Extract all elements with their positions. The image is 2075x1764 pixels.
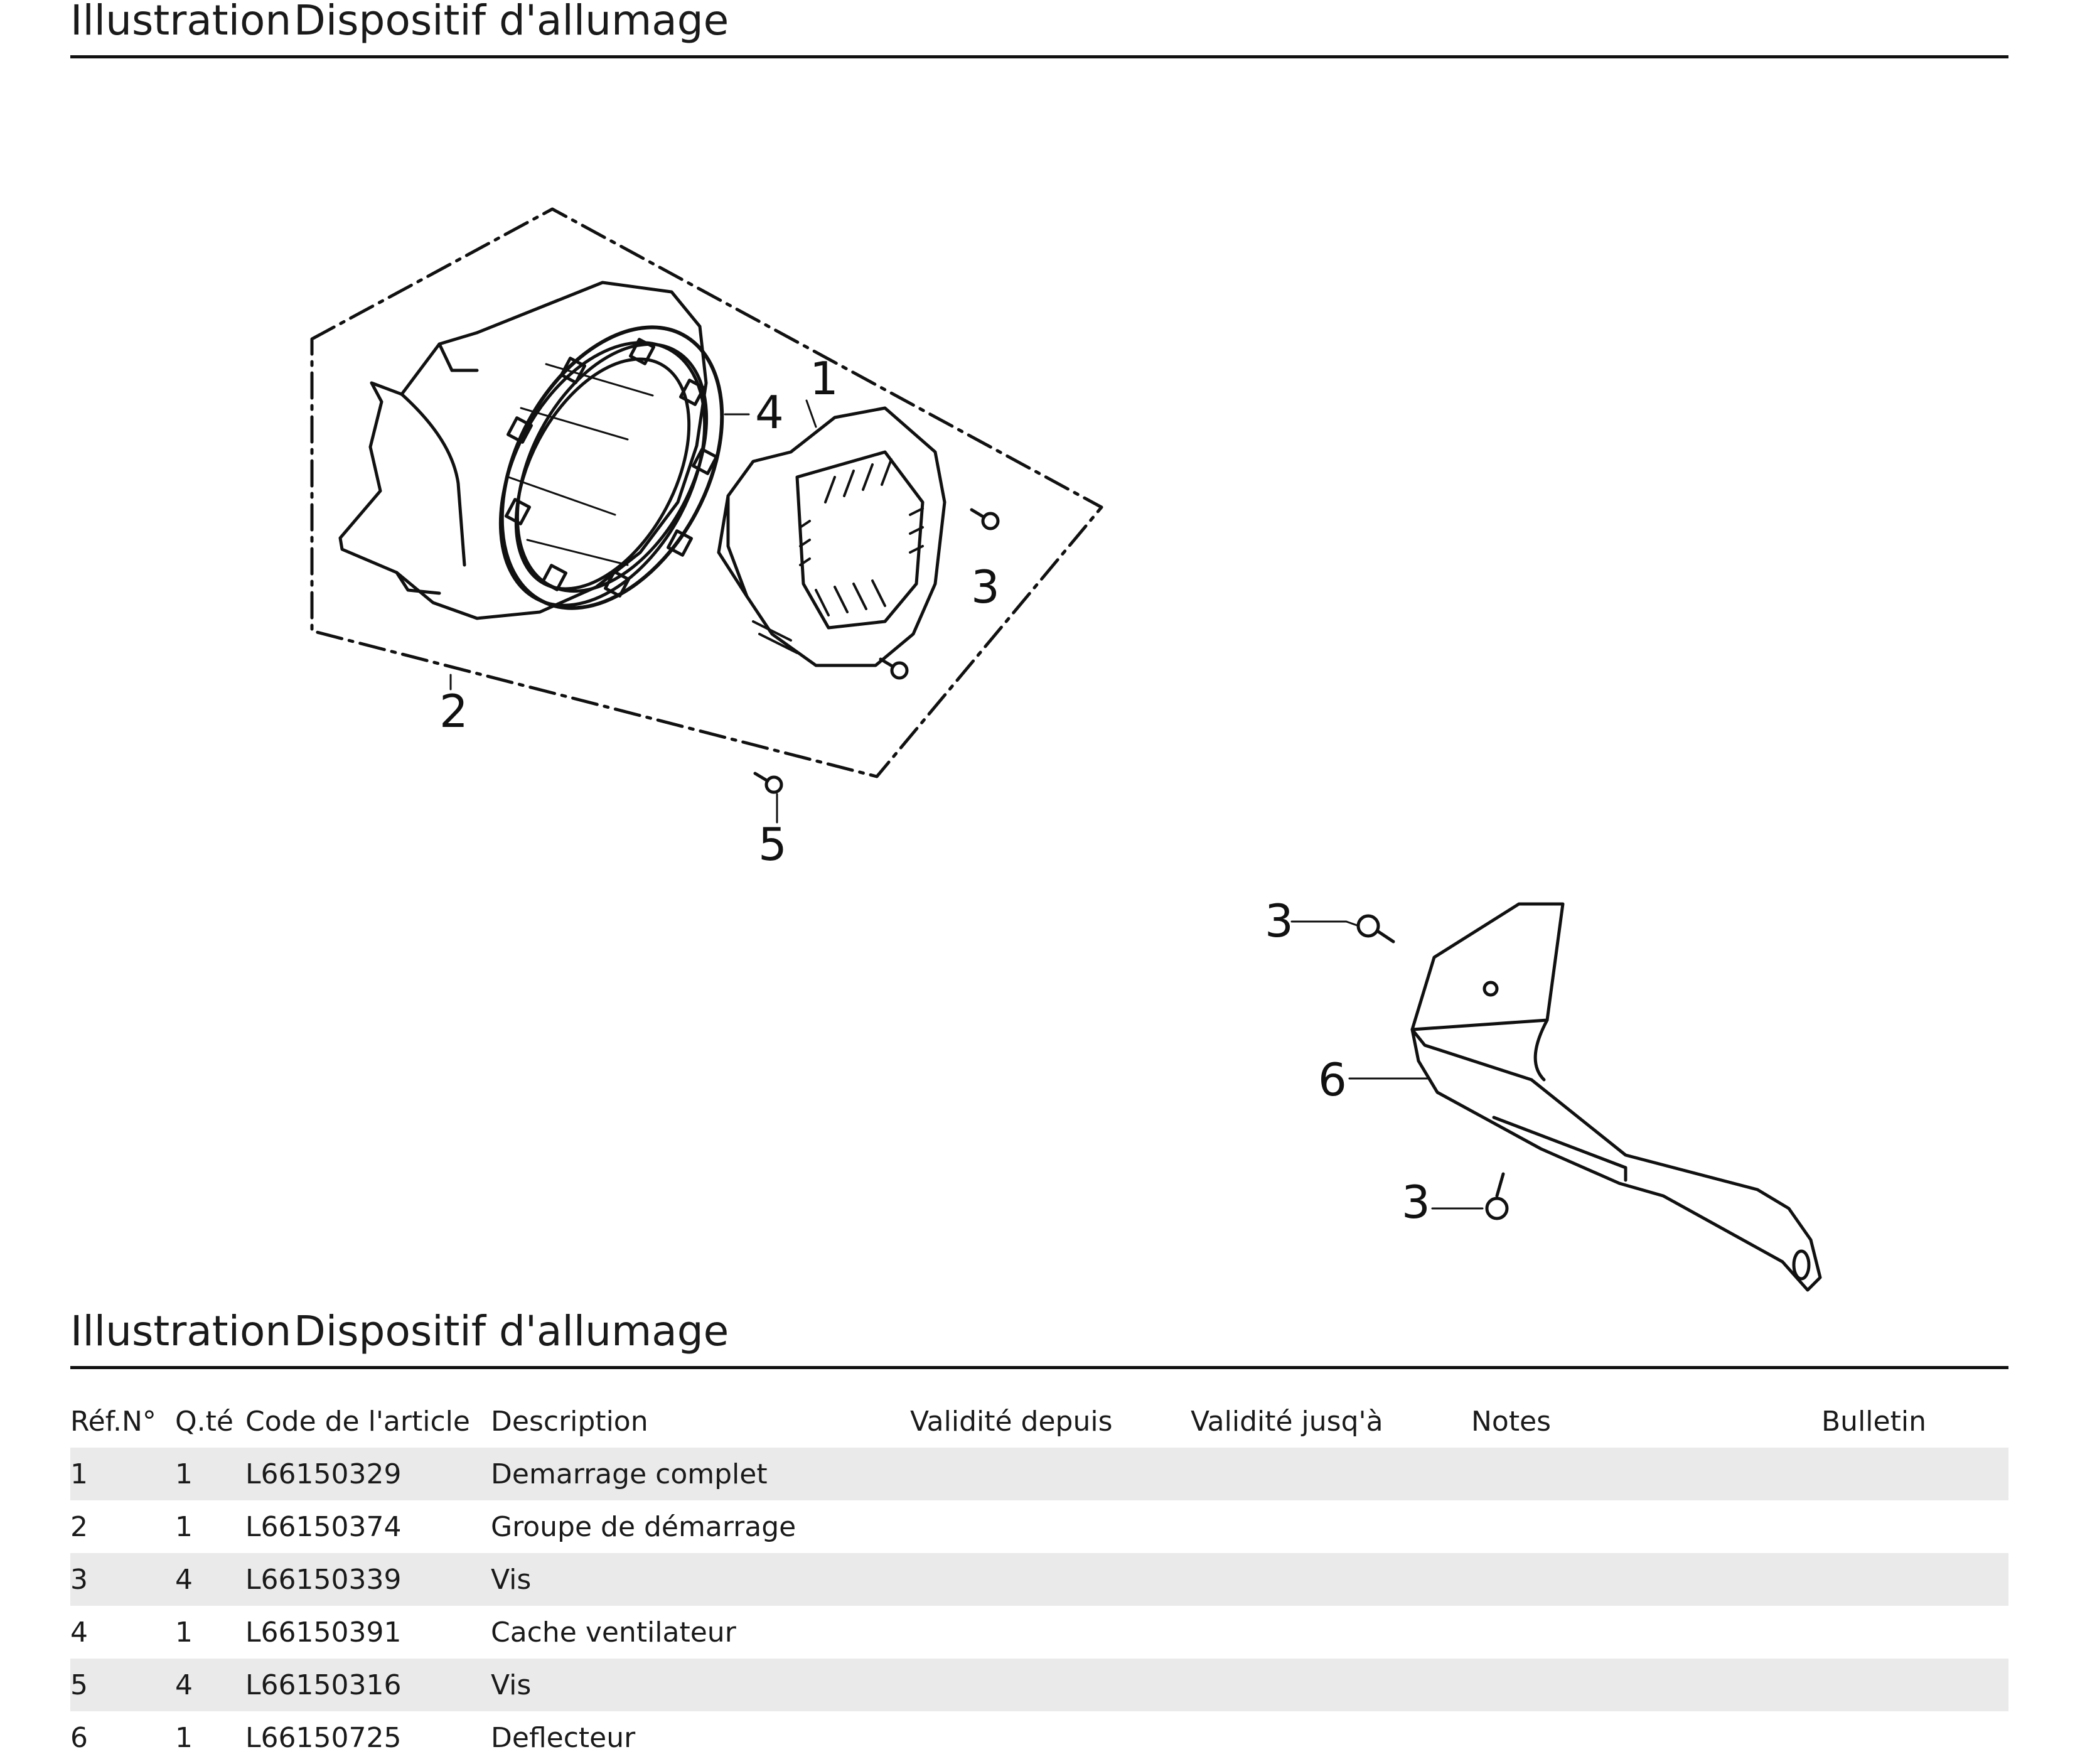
cell-description: Vis [491, 1669, 532, 1701]
exploded-parts-diagram: 1 2 3 4 5 3 6 3 [310, 207, 1822, 1292]
cell-code: L66150316 [245, 1669, 402, 1701]
cell-code: L66150339 [245, 1563, 402, 1596]
parts-table: Réf.N° Q.té Code de l'article Descriptio… [70, 1395, 2008, 1764]
cell-ref: 2 [70, 1510, 88, 1543]
cell-code: L66150374 [245, 1510, 402, 1543]
table-row: 4 1 L66150391 Cache ventilateur [70, 1606, 2008, 1659]
cell-qty: 1 [175, 1510, 193, 1543]
cell-code: L66150329 [245, 1458, 402, 1490]
cell-notes [1471, 1711, 1821, 1764]
col-header-notes: Notes [1471, 1405, 1552, 1438]
cell-bulletin [1821, 1500, 2008, 1553]
col-header-bulletin: Bulletin [1821, 1405, 1926, 1438]
callout-3-upper: 3 [1265, 895, 1294, 947]
cell-description: Groupe de démarrage [491, 1510, 796, 1543]
cell-description: Cache ventilateur [491, 1616, 736, 1648]
col-header-description: Description [491, 1405, 648, 1438]
cell-valid-to [1191, 1606, 1471, 1659]
cell-bulletin [1821, 1606, 2008, 1659]
cell-bulletin [1821, 1711, 2008, 1764]
callout-2: 2 [439, 685, 468, 738]
cell-notes [1471, 1606, 1821, 1659]
table-row: 1 1 L66150329 Demarrage complet [70, 1448, 2008, 1500]
page-header: Illustration Dispositif d'allumage [70, 0, 2008, 58]
cell-valid-from [910, 1606, 1191, 1659]
deflector-drawing [1410, 902, 1822, 1292]
cell-ref: 4 [70, 1616, 88, 1648]
cell-ref: 6 [70, 1721, 88, 1754]
cell-description: Deflecteur [491, 1721, 636, 1754]
cell-ref: 3 [70, 1563, 88, 1596]
col-header-valid-from: Validité depuis [910, 1405, 1113, 1438]
cell-code: L66150725 [245, 1721, 402, 1754]
cell-valid-from [910, 1659, 1191, 1711]
cell-notes [1471, 1553, 1821, 1606]
table-header-row: Réf.N° Q.té Code de l'article Descriptio… [70, 1395, 2008, 1448]
callout-3: 3 [971, 561, 1000, 613]
header-label: Illustration [70, 0, 292, 45]
cell-valid-from [910, 1500, 1191, 1553]
col-header-code: Code de l'article [245, 1405, 470, 1438]
section-title: Dispositif d'allumage [294, 1307, 729, 1355]
cell-valid-to [1191, 1659, 1471, 1711]
cell-ref: 5 [70, 1669, 88, 1701]
parts-list-header: Illustration Dispositif d'allumage [70, 1307, 2008, 1369]
cell-notes [1471, 1659, 1821, 1711]
section-label: Illustration [70, 1307, 292, 1355]
cell-bulletin [1821, 1553, 2008, 1606]
cell-description: Vis [491, 1563, 532, 1596]
cell-valid-from [910, 1448, 1191, 1500]
table-row: 2 1 L66150374 Groupe de démarrage [70, 1500, 2008, 1553]
cell-qty: 1 [175, 1616, 193, 1648]
cell-ref: 1 [70, 1458, 88, 1490]
table-row: 3 4 L66150339 Vis [70, 1553, 2008, 1606]
cell-code: L66150391 [245, 1616, 402, 1648]
cell-valid-to [1191, 1553, 1471, 1606]
table-row: 6 1 L66150725 Deflecteur [70, 1711, 2008, 1764]
callout-3-lower: 3 [1402, 1176, 1430, 1229]
cell-description: Demarrage complet [491, 1458, 768, 1490]
cell-valid-from [910, 1553, 1191, 1606]
col-header-qty: Q.té [175, 1405, 233, 1438]
screw-drawing [753, 508, 1509, 1220]
cell-notes [1471, 1448, 1821, 1500]
cell-bulletin [1821, 1659, 2008, 1711]
callout-4: 4 [755, 386, 784, 439]
cell-qty: 1 [175, 1721, 193, 1754]
cell-valid-to [1191, 1500, 1471, 1553]
col-header-valid-to: Validité jusq'à [1191, 1405, 1383, 1438]
cell-qty: 4 [175, 1669, 193, 1701]
fan-cover-ring-drawing [500, 325, 724, 610]
callout-6: 6 [1318, 1053, 1347, 1106]
cell-valid-from [910, 1711, 1191, 1764]
cell-notes [1471, 1500, 1821, 1553]
callout-5: 5 [758, 818, 787, 871]
cell-valid-to [1191, 1711, 1471, 1764]
col-header-ref: Réf.N° [70, 1405, 156, 1438]
cell-valid-to [1191, 1448, 1471, 1500]
cell-qty: 1 [175, 1458, 193, 1490]
cell-bulletin [1821, 1448, 2008, 1500]
table-row: 5 4 L66150316 Vis [70, 1659, 2008, 1711]
recoil-starter-drawing [717, 406, 946, 667]
cell-qty: 4 [175, 1563, 193, 1596]
callout-1: 1 [810, 352, 839, 405]
header-title: Dispositif d'allumage [294, 0, 729, 45]
